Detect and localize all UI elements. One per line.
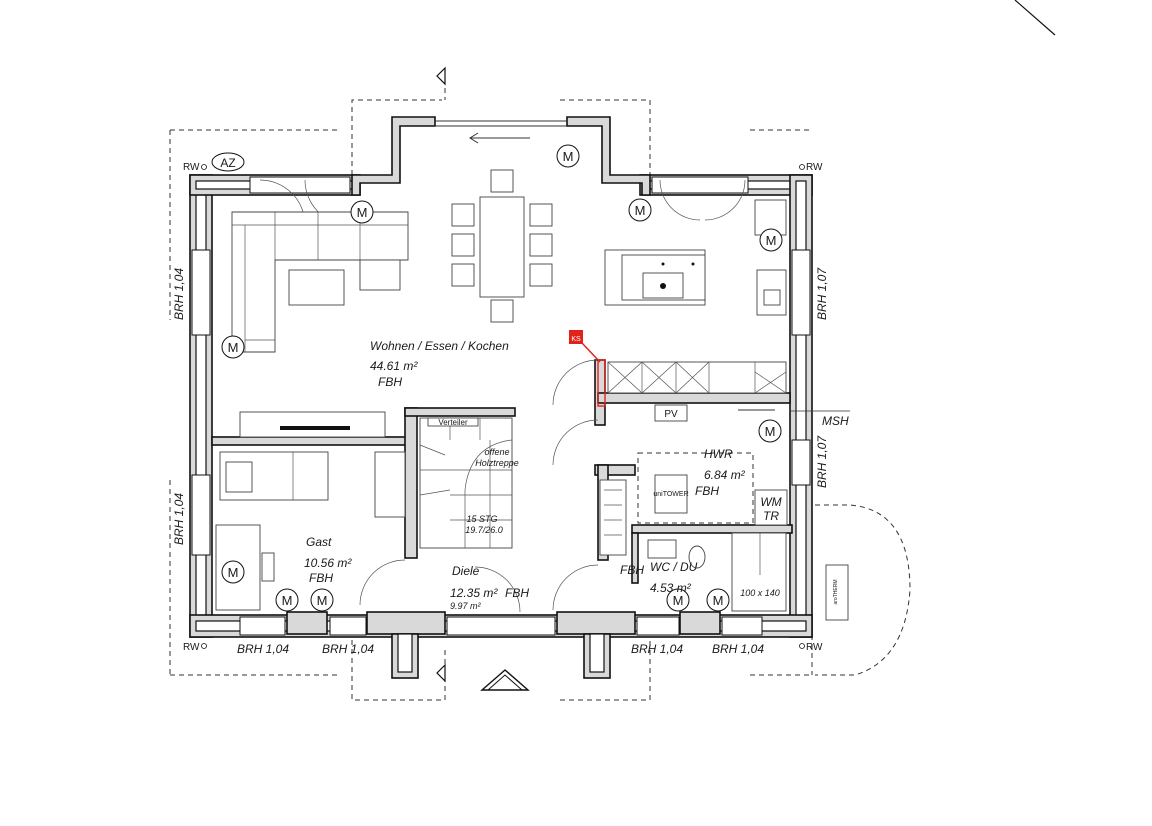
stair-wood-label: Holztreppe — [475, 458, 519, 468]
heat-pump: aroTHERM — [815, 504, 911, 676]
brh-label: BRH 1,07 — [815, 267, 829, 320]
guest-bed — [219, 451, 406, 518]
motor-icon: M — [706, 588, 730, 612]
plan-text: M — [228, 565, 239, 580]
shower-size-label: 100 x 140 — [740, 588, 780, 598]
room-hall: Diele 12.35 m² FBH 9.97 m² — [450, 564, 529, 611]
room-living: Wohnen / Essen / Kochen 44.61 m² FBH — [370, 339, 509, 389]
plan-text: M — [765, 424, 776, 439]
brh-label: BRH 1,04 — [631, 642, 683, 656]
verteiler-label: Verteiler — [438, 418, 468, 427]
plan-text: M — [563, 149, 574, 164]
plan-text: M — [357, 205, 368, 220]
room-guest: Gast 10.56 m² FBH — [304, 535, 352, 585]
staircase: Verteiler offene Holztreppe 15 STG 19.7/… — [419, 417, 519, 549]
room-floor: FBH — [505, 586, 529, 600]
motor-icon: M — [221, 335, 245, 359]
brh-labels: BRH 1,04 BRH 1,04 BRH 1,04 BRH 1,04 BRH … — [172, 267, 829, 656]
unitower-label: uniTOWER — [653, 491, 688, 498]
room-name: Diele — [452, 564, 480, 578]
rw-labels: RW RW RW RW — [183, 162, 823, 653]
plan-text: M — [282, 593, 293, 608]
kitchen-island — [604, 249, 706, 306]
brh-label: BRH 1,04 — [172, 493, 186, 545]
ks-label: KS — [571, 336, 581, 343]
room-area-secondary: 9.97 m² — [450, 601, 482, 611]
entrance-symbol — [480, 669, 530, 691]
motor-icon: M — [221, 560, 245, 584]
rw-label: RW — [183, 642, 200, 653]
rw-label: RW — [806, 642, 823, 653]
roof-outline — [169, 70, 813, 701]
room-name: Wohnen / Essen / Kochen — [370, 339, 509, 353]
kitchen-counter — [607, 199, 787, 394]
motor-icon: M — [759, 228, 783, 252]
msh-label: MSH — [822, 414, 849, 428]
entrance-stubs — [286, 611, 721, 679]
brh-label: BRH 1,07 — [815, 435, 829, 488]
brh-label: BRH 1,04 — [237, 642, 289, 656]
motor-icon: M — [758, 419, 782, 443]
hwr-equipment: uniTOWER PV WM TR — [599, 404, 788, 556]
ks-marker: KS — [569, 330, 606, 407]
motor-icon: M — [666, 588, 690, 612]
room-name: WC / DU — [650, 560, 698, 574]
plan-text: M — [713, 593, 724, 608]
room-floor: FBH — [378, 375, 402, 389]
heatpump-label: aroTHERM — [833, 579, 839, 604]
plan-text: M — [228, 340, 239, 355]
brh-label: BRH 1,04 — [712, 642, 764, 656]
stair-steps-label: 15 STG — [466, 514, 497, 524]
room-area: 12.35 m² — [450, 586, 498, 600]
room-floor: FBH — [620, 563, 644, 577]
room-wc: FBH WC / DU 4.53 m² — [620, 560, 698, 595]
motor-symbols: M M M M M M M M M M M — [221, 144, 783, 612]
plan-text: M — [635, 203, 646, 218]
motor-icon: M — [628, 198, 652, 222]
brh-label: BRH 1,04 — [172, 268, 186, 320]
room-area: 4.53 m² — [650, 581, 692, 595]
room-area: 44.61 m² — [370, 359, 418, 373]
window-openings — [191, 176, 811, 636]
az-marker: AZ — [211, 152, 245, 172]
room-name: HWR — [704, 447, 733, 461]
room-utility: HWR 6.84 m² FBH — [695, 447, 746, 498]
sofa — [231, 211, 409, 353]
room-area: 10.56 m² — [304, 556, 352, 570]
section-marker-bottom — [436, 663, 446, 683]
plan-text: M — [766, 233, 777, 248]
bay-window — [351, 116, 651, 196]
brh-label: BRH 1,04 — [322, 642, 374, 656]
room-name: Gast — [306, 535, 332, 549]
dining-table — [451, 169, 553, 323]
motor-icon: M — [556, 144, 580, 168]
az-label: AZ — [220, 156, 235, 170]
section-marker-top — [436, 66, 446, 86]
plan-text: M — [317, 593, 328, 608]
rw-label: RW — [806, 162, 823, 173]
stair-open-label: offene — [484, 447, 509, 457]
stair-dims-label: 19.7/26.0 — [465, 525, 503, 535]
tv-board — [239, 411, 386, 438]
motor-icon: M — [310, 588, 334, 612]
interior-doors — [359, 359, 599, 613]
room-area: 6.84 m² — [704, 468, 746, 482]
wc-fixtures: 100 x 140 — [647, 532, 787, 612]
room-floor: FBH — [695, 484, 719, 498]
motor-icon: M — [275, 588, 299, 612]
plan-text: M — [673, 593, 684, 608]
rw-label: RW — [183, 162, 200, 173]
tr-label: TR — [763, 509, 779, 523]
room-floor: FBH — [309, 571, 333, 585]
pv-label: PV — [664, 409, 678, 420]
wm-label: WM — [760, 495, 781, 509]
motor-icon: M — [350, 200, 374, 224]
section-line — [1014, 0, 1056, 36]
